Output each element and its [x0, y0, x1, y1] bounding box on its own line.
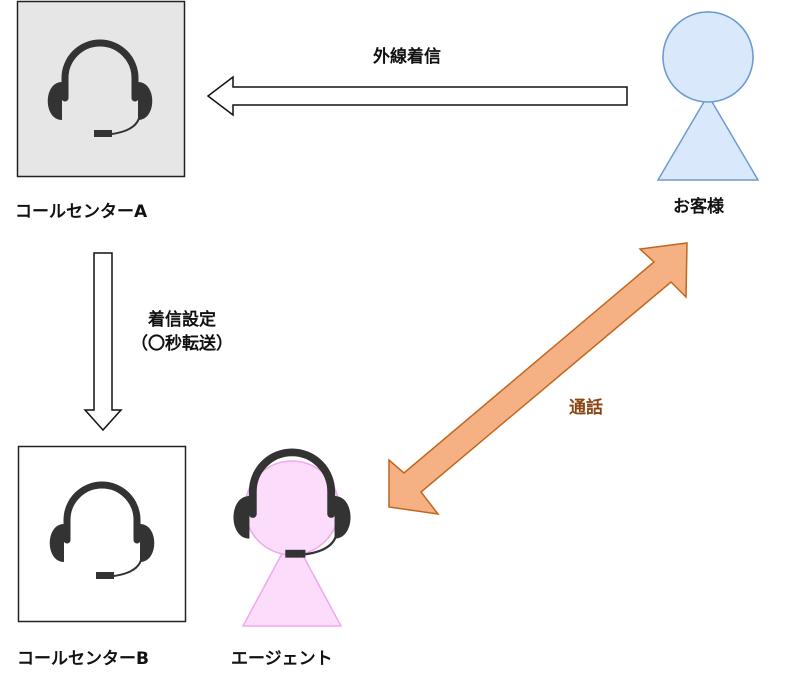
conversation-double-arrow [388, 242, 688, 516]
call-center-a-label: コールセンターA [15, 202, 148, 222]
call-center-b-node [17, 445, 187, 623]
call-center-b-label: コールセンターB [17, 649, 149, 669]
forward-setting-arrow [83, 252, 123, 432]
customer-person-icon [656, 11, 760, 181]
agent-label: エージェント [231, 649, 333, 669]
call-center-a-node [16, 0, 186, 178]
incoming-call-label: 外線着信 [373, 47, 441, 67]
forward-setting-label-line1: 着信設定 [148, 310, 216, 330]
agent-person-icon [233, 452, 350, 627]
forward-setting-label-line2: （〇秒転送） [131, 334, 233, 354]
incoming-call-arrow [206, 75, 628, 117]
conversation-label: 通話 [569, 398, 603, 418]
customer-label: お客様 [673, 197, 724, 217]
